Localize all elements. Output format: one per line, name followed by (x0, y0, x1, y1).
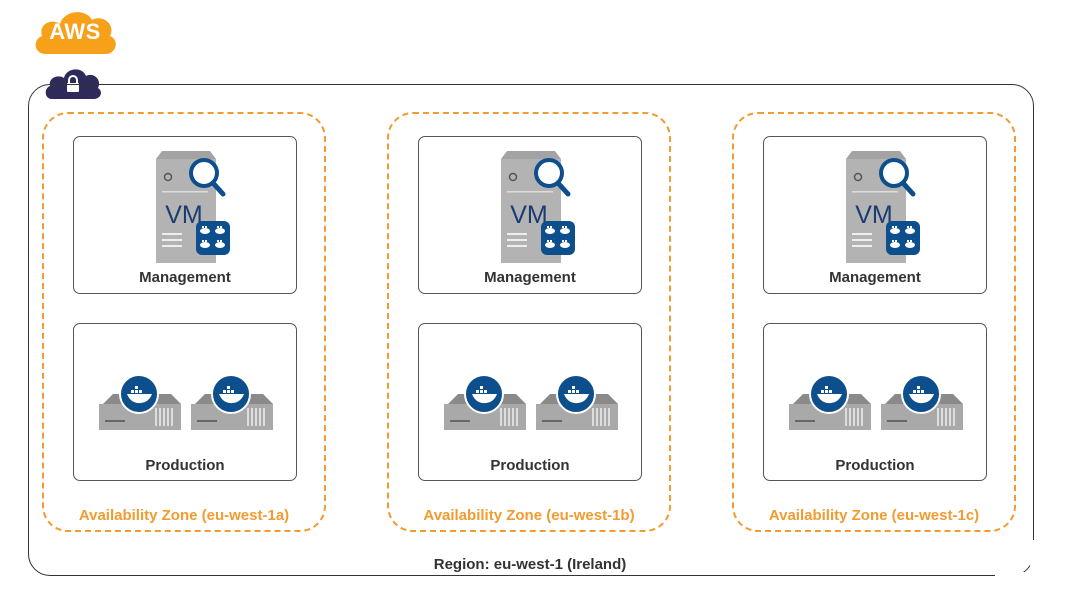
region-border-gap (1030, 540, 1040, 580)
region-label: Region: eu-west-1 (Ireland) (433, 556, 627, 573)
management-label: Management (829, 269, 921, 286)
docker-host-icon (536, 374, 618, 430)
region-border-gap (995, 572, 1040, 582)
availability-zone: VM Management (42, 112, 326, 532)
availability-zone-label: Availability Zone (eu-west-1b) (423, 507, 635, 524)
production-subnet: Production (418, 323, 642, 481)
aws-label: AWS (49, 19, 101, 44)
docker-host-icon (191, 374, 273, 430)
management-label: Management (484, 269, 576, 286)
docker-host-icon (881, 374, 963, 430)
vm-label: VM (510, 201, 548, 229)
management-subnet: VM Management (73, 136, 297, 294)
availability-zone: VM Management (387, 112, 671, 532)
docker-host-icon (99, 374, 181, 430)
production-label: Production (490, 457, 570, 474)
docker-host-icon (444, 374, 526, 430)
cloud-icon (35, 12, 116, 54)
aws-cloud-badge: AWS (32, 4, 118, 56)
management-subnet: VM Management (763, 136, 987, 294)
management-subnet: VM Management (418, 136, 642, 294)
vm-server-icon: VM (846, 151, 920, 263)
availability-zone: VM Management (732, 112, 1016, 532)
vm-label: VM (165, 201, 203, 229)
production-subnet: Production (73, 323, 297, 481)
production-subnet: Production (763, 323, 987, 481)
production-label: Production (145, 457, 225, 474)
management-label: Management (139, 269, 231, 286)
availability-zone-label: Availability Zone (eu-west-1a) (78, 507, 290, 524)
availability-zone-label: Availability Zone (eu-west-1c) (768, 507, 980, 524)
region-container (28, 84, 1034, 576)
vm-label: VM (855, 201, 893, 229)
vm-server-icon: VM (156, 151, 230, 263)
production-label: Production (835, 457, 915, 474)
vm-server-icon: VM (501, 151, 575, 263)
docker-host-icon (789, 374, 871, 430)
